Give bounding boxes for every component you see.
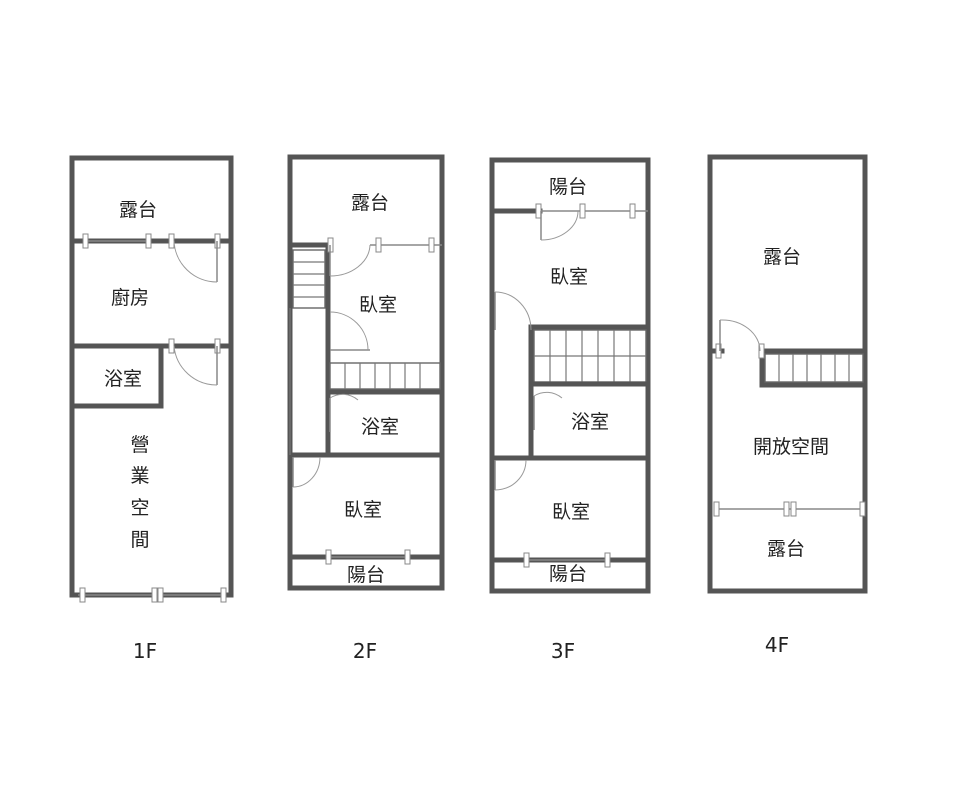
floor-2f-stairs: [292, 249, 326, 309]
floor-1f-door-swing: [173, 240, 218, 283]
floor-4f-door-swing: [719, 319, 761, 352]
floor-2f-door-swing: [292, 456, 321, 488]
floor-1f-window-post: [145, 233, 152, 249]
floor-4f-window-post: [713, 501, 720, 517]
floor-2f-label: 2F: [353, 639, 377, 663]
floor-3f-balcony-label: 陽台: [549, 176, 587, 198]
floor-2f-bedroom-label: 臥室: [359, 294, 397, 316]
floor-3f-bedroom-label: 臥室: [550, 266, 588, 288]
floor-4f-stairs: [764, 353, 864, 383]
floor-1f-window-post: [220, 587, 227, 603]
floor-1f-door-frame: [168, 338, 175, 354]
floor-3f-door-swing: [494, 291, 532, 331]
floor-1f-door-frame: [168, 233, 175, 249]
floor-3f-window-post: [629, 203, 636, 219]
floor-1f-business-label-char: 空: [130, 497, 149, 519]
floor-2f-balcony-label: 陽台: [347, 564, 385, 586]
floor-1f-door-swing: [173, 345, 218, 386]
floor-1f-kitchen-label: 廚房: [111, 286, 149, 309]
floor-2f: 露台 臥室 浴室 臥室 陽台 2F: [287, 154, 445, 663]
floor-4f-terrace-label: 露台: [763, 246, 801, 268]
floor-4f-door-frame: [758, 343, 765, 359]
floor-3f-window-post: [604, 552, 611, 568]
floor-4f-window-post: [790, 501, 797, 517]
floor-2f-terrace-label: 露台: [351, 192, 389, 214]
floor-2f-door-swing: [329, 244, 371, 277]
floor-1f-outline: [69, 155, 234, 598]
floor-1f-bathroom-walls: [69, 343, 164, 409]
floor-4f-door-frame: [715, 343, 722, 359]
floor-1f-window-post: [82, 233, 89, 249]
floor-3f: 陽台 臥室 浴室 臥室 陽台 3F: [489, 157, 651, 663]
floor-1f-bathroom-label: 浴室: [104, 368, 142, 390]
floor-1f-terrace-label: 露台: [119, 199, 157, 221]
floor-3f-bathroom-label: 浴室: [571, 411, 609, 433]
floor-3f-window-post: [523, 552, 530, 568]
floor-2f-door-swing: [329, 393, 359, 401]
floor-4f-open-space-label: 開放空間: [753, 436, 829, 458]
floor-1f: 露台 廚房 浴室 營 業 空 間 1F: [69, 155, 234, 663]
floor-3f-balcony-label: 陽台: [549, 563, 587, 585]
floor-3f-door-swing: [540, 210, 579, 241]
floor-1f-window-post: [151, 587, 158, 603]
floor-3f-door-swing: [533, 391, 563, 399]
floor-4f-outline: [707, 154, 868, 594]
floor-1f-window-post: [79, 587, 86, 603]
floor-3f-bedroom-label: 臥室: [552, 501, 590, 523]
floor-2f-window-post: [375, 237, 382, 253]
floor-2f-window-post: [325, 549, 332, 565]
floor-1f-window-post: [157, 587, 164, 603]
floor-4f-terrace-label: 露台: [767, 538, 805, 560]
floor-2f-door-swing: [329, 311, 369, 351]
floor-2f-bedroom-label: 臥室: [344, 499, 382, 521]
floor-1f-business-label-char: 間: [130, 529, 149, 551]
floor-1f-label: 1F: [133, 639, 157, 663]
floor-1f-business-label-char: 業: [130, 465, 149, 487]
floor-2f-window-post: [404, 549, 411, 565]
floor-4f-window-post: [859, 501, 866, 517]
floor-2f-bathroom-label: 浴室: [361, 416, 399, 438]
floor-2f-stairs: [329, 362, 441, 390]
floor-3f-outline: [489, 157, 651, 594]
floor-2f-window-post: [428, 237, 435, 253]
floor-4f-window-post: [783, 501, 790, 517]
floor-1f-business-label-char: 營: [130, 434, 149, 456]
floor-3f-label: 3F: [551, 639, 575, 663]
floor-3f-window-post: [579, 203, 586, 219]
floor-4f-label: 4F: [765, 633, 789, 657]
floor-3f-door-swing: [494, 459, 527, 491]
floor-4f: 露台 開放空間 露台 4F: [707, 154, 868, 657]
